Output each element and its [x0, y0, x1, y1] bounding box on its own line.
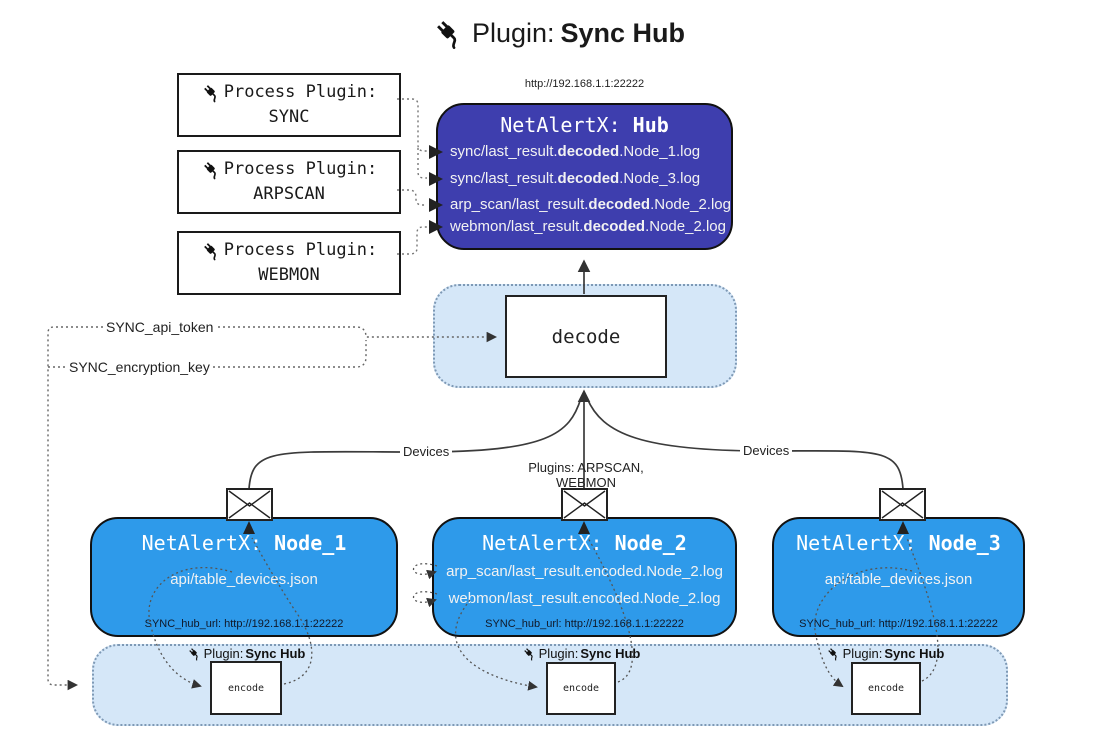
hub-log-line: sync/last_result.decoded.Node_1.log — [450, 143, 701, 160]
process-plugin-name: SYNC — [268, 107, 310, 127]
title-prefix: Plugin: — [471, 17, 555, 48]
node1-title: NetAlertX: Node_1 — [141, 531, 347, 555]
process-plugin-sync: Process Plugin: SYNC — [177, 73, 401, 137]
envelope-icon — [226, 488, 273, 521]
process-plugin-label: Process Plugin: — [223, 240, 378, 260]
encode3-box: encode — [851, 662, 921, 715]
hub-log-line: sync/last_result.decoded.Node_3.log — [450, 170, 701, 187]
node2-file: arp_scan/last_result.encoded.Node_2.log — [446, 563, 723, 580]
devices-right-label: Devices — [740, 443, 793, 458]
node2-box: NetAlertX: Node_2 arp_scan/last_result.e… — [432, 517, 737, 637]
sync-api-token-label: SYNC_api_token — [103, 319, 217, 335]
encode2-box: encode — [546, 662, 616, 715]
node2-title: NetAlertX: Node_2 — [482, 531, 687, 555]
process-plugin-label: Process Plugin: — [223, 159, 378, 179]
sync-encryption-key-label: SYNC_encryption_key — [66, 359, 213, 375]
encoder2-plugin-label: Plugin: Sync Hub — [501, 646, 661, 661]
hub-title-name: Hub — [632, 113, 669, 137]
node1-file: api/table_devices.json — [170, 571, 318, 588]
envelope-icons — [226, 488, 926, 521]
hub-log-line: webmon/last_result.decoded.Node_2.log — [450, 218, 726, 235]
envelope-icon — [561, 488, 608, 521]
plug-icon — [203, 243, 216, 261]
hub-url-label: http://192.168.1.1:22222 — [524, 78, 645, 90]
plug-icon — [188, 648, 198, 661]
encoder1-plugin-label: Plugin: Sync Hub — [166, 646, 326, 661]
node1-box: NetAlertX: Node_1 api/table_devices.json… — [90, 517, 398, 637]
hub-box — [436, 103, 733, 250]
plugins-center-label: Plugins: ARPSCAN, WEBMON — [528, 460, 644, 490]
hub-title-prefix: NetAlertX: — [500, 113, 633, 137]
encoder3-plugin-label: Plugin: Sync Hub — [805, 646, 965, 661]
plug-icon — [203, 85, 216, 103]
plug-icon — [203, 162, 216, 180]
node3-hub-url: SYNC_hub_url: http://192.168.1.1:22222 — [799, 618, 998, 630]
node2-file: webmon/last_result.encoded.Node_2.log — [448, 590, 721, 607]
plug-icon — [827, 648, 837, 661]
process-plugin-webmon: Process Plugin: WEBMON — [177, 231, 401, 295]
hub-title: NetAlertX: Hub — [436, 113, 733, 137]
page-title: Plugin: Sync Hub — [0, 16, 1117, 50]
title-name: Sync Hub — [560, 17, 686, 48]
process-plugin-name: WEBMON — [258, 265, 320, 285]
node1-hub-url: SYNC_hub_url: http://192.168.1.1:22222 — [144, 618, 344, 630]
envelope-icon — [879, 488, 926, 521]
decode-label: decode — [551, 325, 621, 348]
plug-icon — [523, 648, 533, 661]
process-plugin-label: Process Plugin: — [223, 82, 378, 102]
hub-log-line: arp_scan/last_result.decoded.Node_2.log — [450, 196, 731, 213]
node3-title: NetAlertX: Node_3 — [796, 531, 1001, 555]
process-plugin-name: ARPSCAN — [253, 184, 325, 204]
node3-file: api/table_devices.json — [824, 571, 973, 588]
plugin-to-hub-connectors — [397, 98, 427, 255]
encode1-box: encode — [210, 661, 282, 715]
decode-box: decode — [505, 295, 667, 378]
devices-left-label: Devices — [400, 444, 453, 459]
node2-hub-url: SYNC_hub_url: http://192.168.1.1:22222 — [485, 618, 684, 630]
node3-box: NetAlertX: Node_3 api/table_devices.json… — [772, 517, 1025, 637]
process-plugin-arpscan: Process Plugin: ARPSCAN — [177, 150, 401, 214]
plug-icon — [437, 21, 457, 49]
